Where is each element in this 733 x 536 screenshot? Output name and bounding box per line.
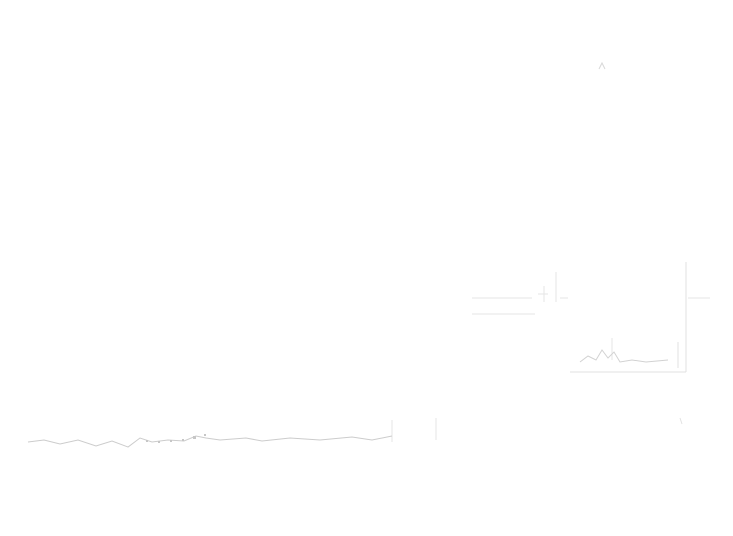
faint-panel-outline [570, 262, 687, 373]
faint-scribble-line [27, 435, 393, 448]
faint-vertical-ticks [391, 272, 613, 442]
caret-mark [598, 61, 606, 70]
faint-mark-right [679, 417, 683, 425]
faint-scribble-dots [146, 434, 206, 443]
faint-squiggle-panel [579, 349, 669, 363]
faint-horizontal-traces [472, 293, 710, 315]
